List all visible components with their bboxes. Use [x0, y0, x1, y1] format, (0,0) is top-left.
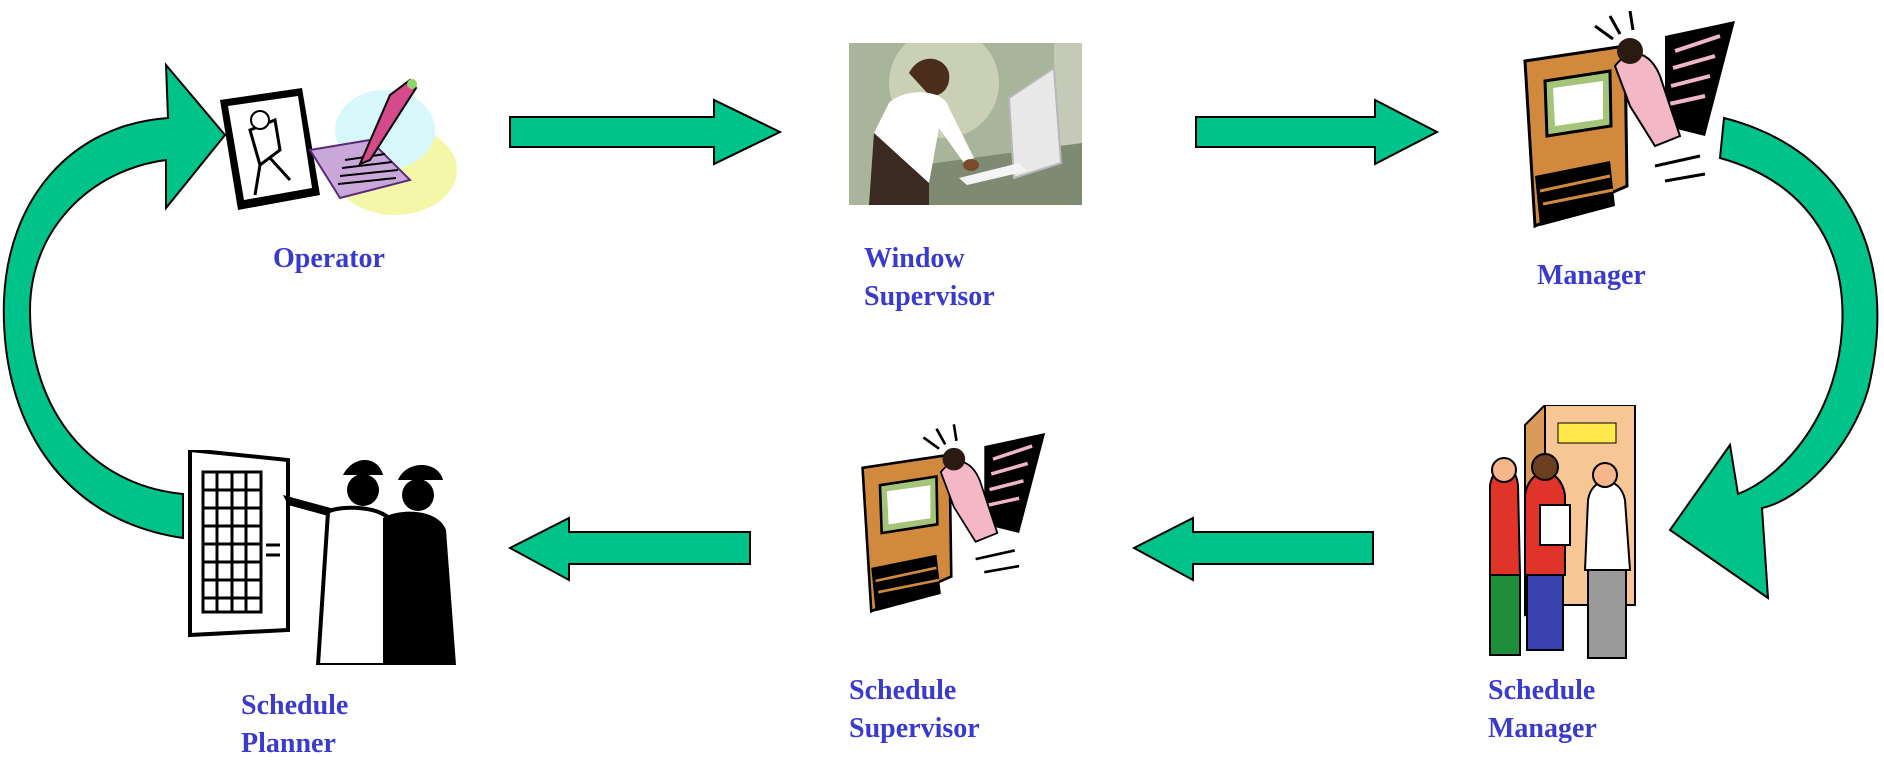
node-label-manager: Manager — [1537, 260, 1646, 291]
node-label-schedule-supervisor: Schedule Supervisor — [849, 675, 980, 744]
node-label-window-supervisor: Window Supervisor — [864, 243, 995, 312]
node-label-operator: Operator — [273, 243, 385, 274]
schedule-planner-board-icon — [188, 450, 456, 665]
operator-clipart-icon — [220, 78, 457, 215]
schedule-supervisor-desk-phone-icon — [861, 424, 1046, 614]
manager-desk-phone-icon — [1523, 10, 1735, 229]
arrow-manager-to-schedule-manager — [1668, 116, 1879, 601]
arrow-schedule-manager-to-schedule-supervisor — [1131, 516, 1374, 582]
arrow-schedule-planner-to-operator — [2, 62, 227, 540]
arrow-window-supervisor-to-manager — [1195, 98, 1440, 166]
node-label-schedule-planner: Schedule Planner — [241, 690, 349, 759]
schedule-manager-group-icon — [1489, 405, 1636, 659]
arrow-schedule-supervisor-to-schedule-planner — [507, 516, 751, 582]
node-label-schedule-manager: Schedule Manager — [1488, 675, 1597, 744]
window-supervisor-photo-icon — [849, 43, 1082, 205]
arrow-operator-to-window-supervisor — [509, 98, 783, 166]
